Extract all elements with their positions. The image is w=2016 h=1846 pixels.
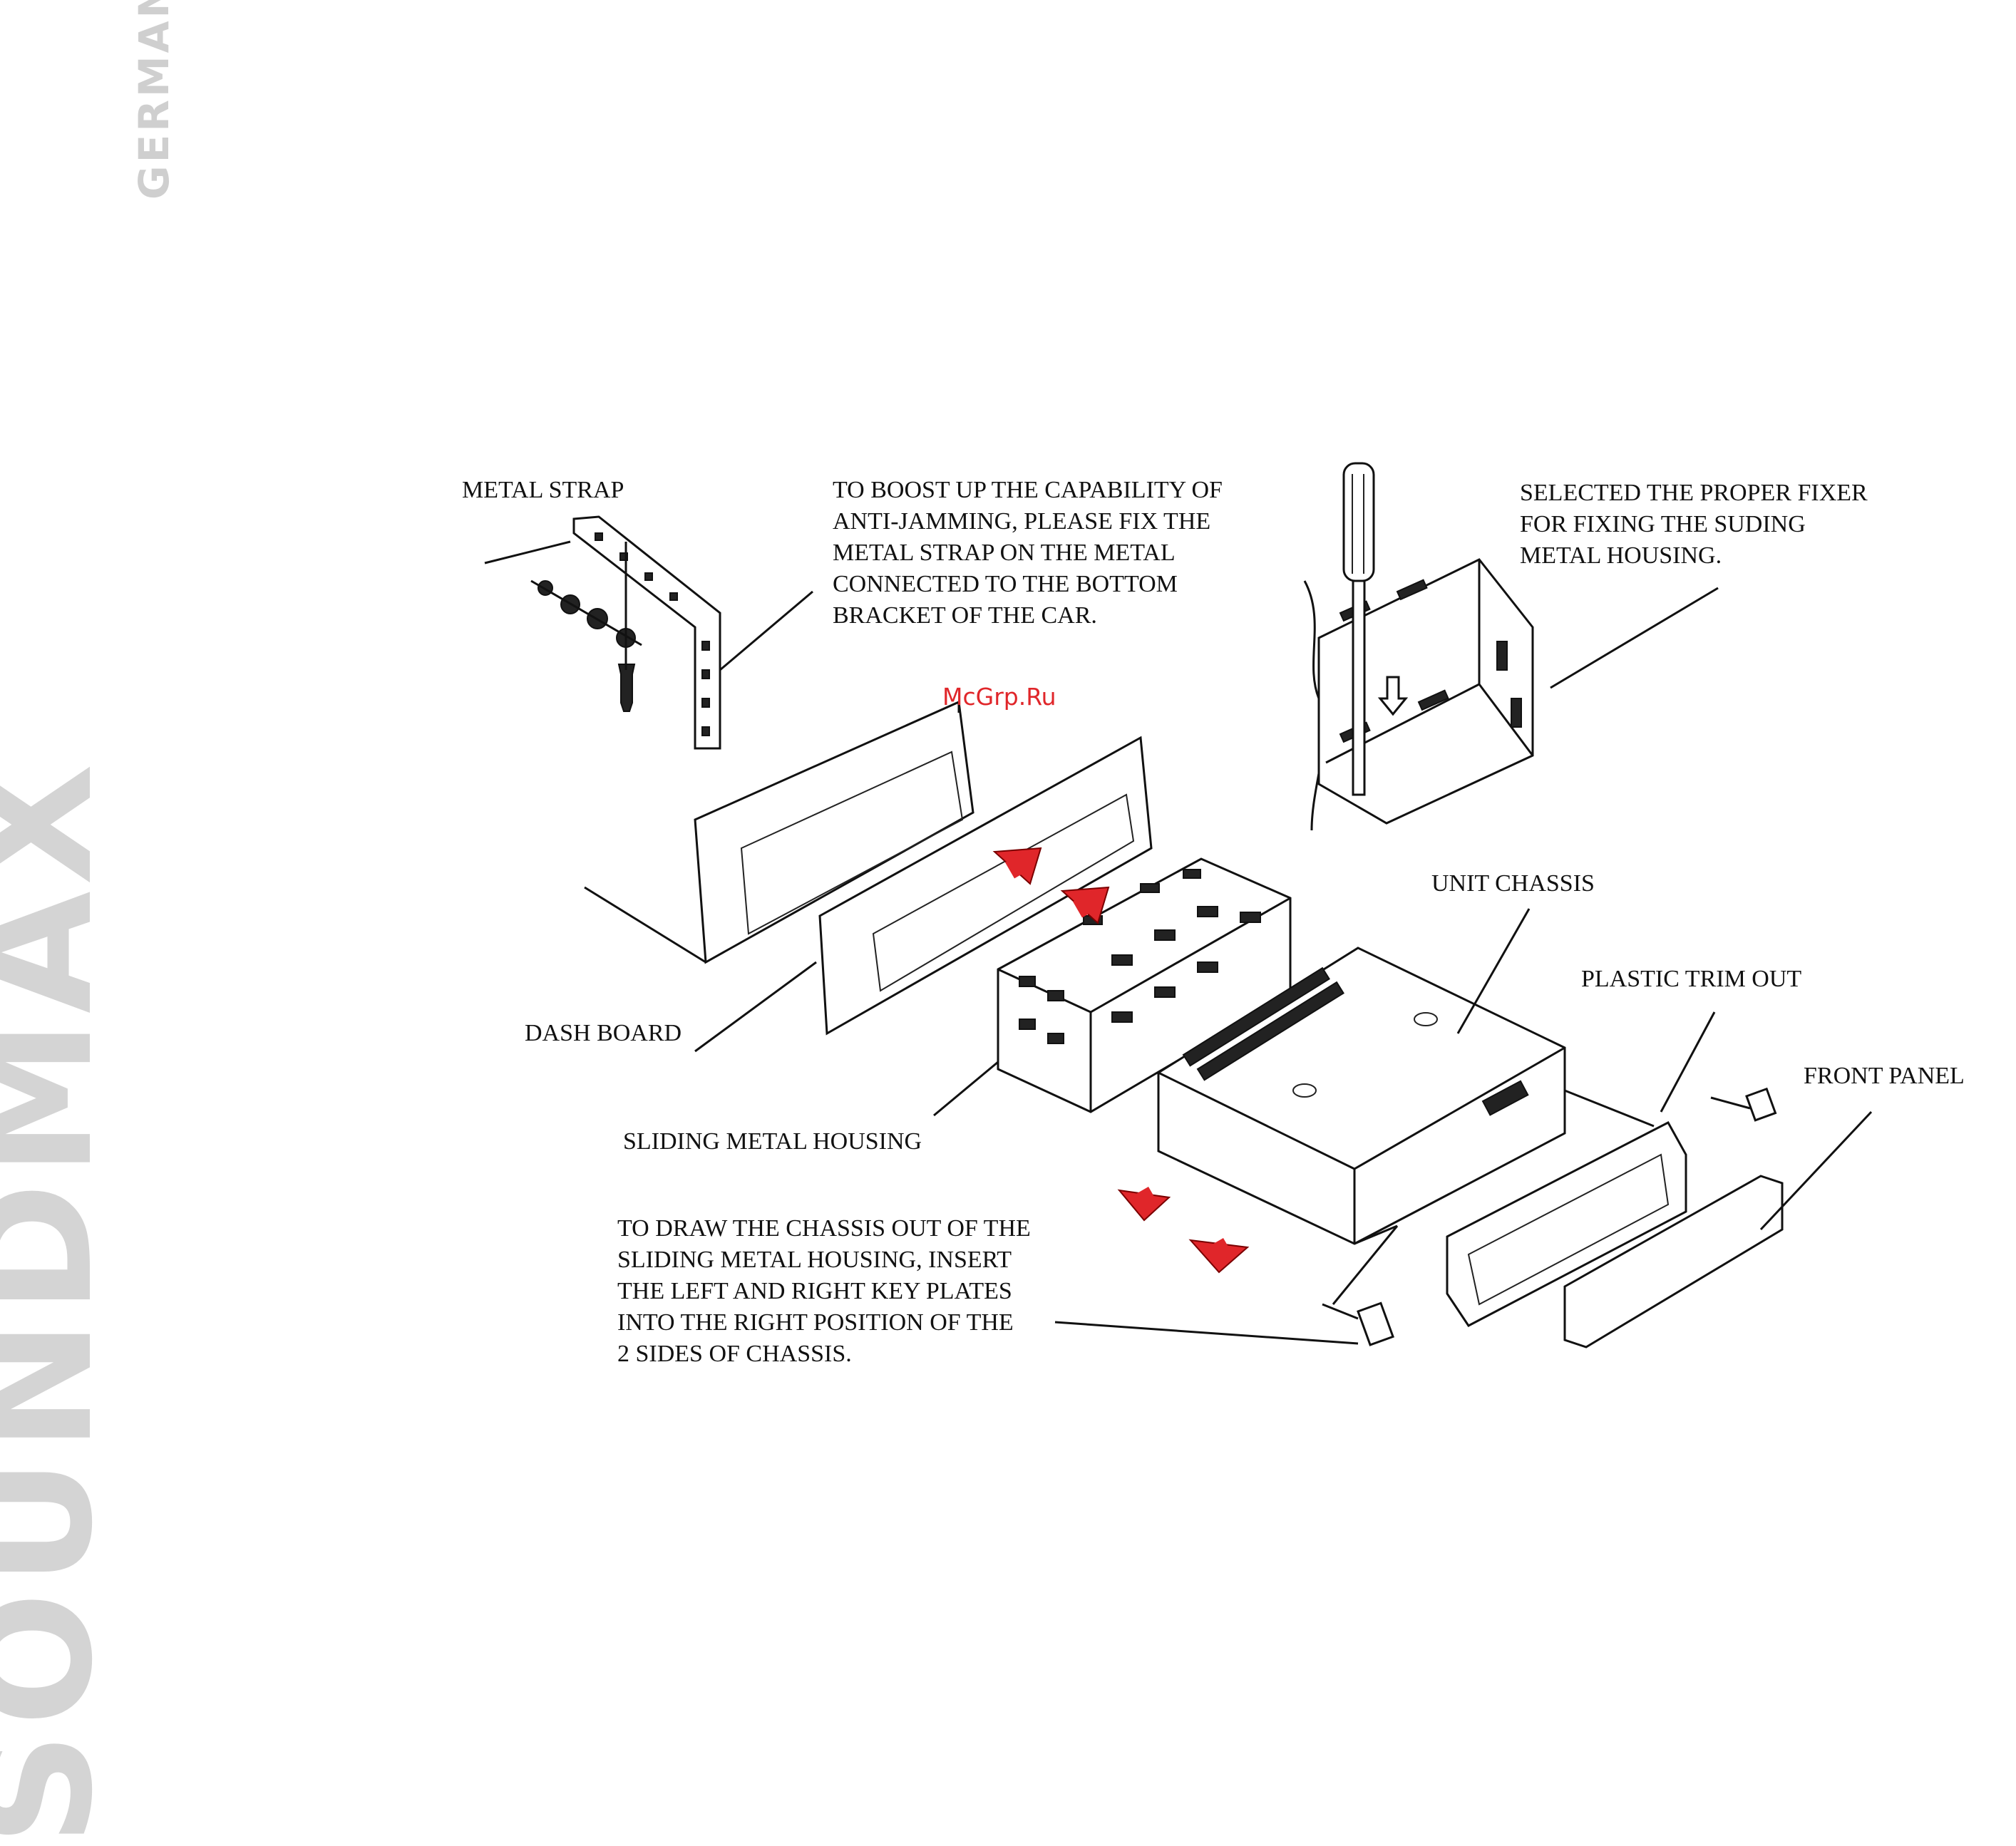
arrow-1 bbox=[992, 847, 1042, 885]
unit-chassis-illustration bbox=[1157, 908, 1655, 1305]
plastic-trim-illustration bbox=[1446, 1011, 1716, 1327]
metal-strap-illustration bbox=[484, 515, 813, 750]
metal-strap-label: METAL STRAP bbox=[462, 477, 624, 503]
front-panel-label: FRONT PANEL bbox=[1804, 1063, 1965, 1089]
diagram-drawing bbox=[484, 462, 1873, 1349]
unit-chassis-label: UNIT CHASSIS bbox=[1431, 870, 1595, 897]
fixer-detail-illustration bbox=[1303, 462, 1719, 831]
front-panel-illustration bbox=[1563, 1087, 1873, 1349]
sliding-housing-label: SLIDING METAL HOUSING bbox=[623, 1128, 922, 1155]
fixer-note: SELECTED THE PROPER FIXER FOR FIXING THE… bbox=[1520, 480, 1868, 569]
arrow-4 bbox=[1188, 1238, 1250, 1274]
arrow-3 bbox=[1117, 1187, 1171, 1222]
arrow-2 bbox=[1060, 886, 1110, 924]
watermark-text: McGrp.Ru bbox=[942, 683, 1056, 711]
draw-note: TO DRAW THE CHASSIS OUT OF THE SLIDING M… bbox=[617, 1215, 1031, 1367]
key-plate-illustration bbox=[1054, 1301, 1394, 1346]
dash-board-label: DASH BOARD bbox=[525, 1020, 682, 1046]
dash-board-illustration bbox=[584, 700, 1153, 1053]
boost-note: TO BOOST UP THE CAPABILITY OF ANTI-JAMMI… bbox=[833, 477, 1223, 629]
plastic-trim-label: PLASTIC TRIM OUT bbox=[1581, 966, 1802, 992]
installation-diagram: SOUNDMAX GERMANY bbox=[0, 0, 1965, 1846]
direction-arrows bbox=[992, 847, 1250, 1274]
